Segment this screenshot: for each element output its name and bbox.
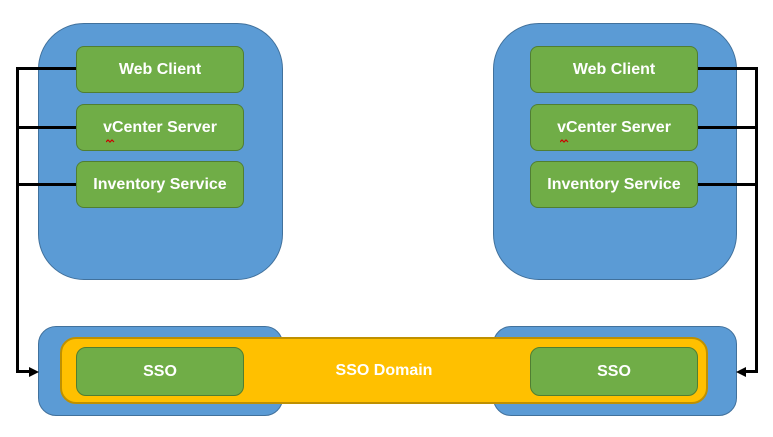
node-inventory-service-left: Inventory Service <box>76 161 244 208</box>
node-label: Web Client <box>118 60 202 78</box>
node-vcenter-server-left: vCenter Server <box>76 104 244 151</box>
connector-left-arrow-segment <box>16 370 31 373</box>
node-label: Inventory Service <box>93 175 227 193</box>
node-label: Web Client <box>572 60 656 78</box>
node-label: vCenter Server <box>557 118 671 136</box>
connector-right-arrow-segment <box>744 370 758 373</box>
node-vcenter-server-right: vCenter Server <box>530 104 698 151</box>
node-sso-left: SSO <box>76 347 244 396</box>
spellcheck-squiggle <box>106 139 115 143</box>
node-label: SSO <box>143 362 177 380</box>
connector-right-inventory-service <box>698 183 758 186</box>
connector-right-web-client <box>698 67 758 70</box>
node-inventory-service-right: Inventory Service <box>530 161 698 208</box>
sso-domain-label: SSO Domain <box>335 361 433 379</box>
connector-right-vcenter-server <box>698 126 758 129</box>
connector-left-inventory-service <box>16 183 76 186</box>
node-label: SSO <box>597 362 631 380</box>
spellcheck-squiggle <box>560 139 569 143</box>
connector-left-vcenter-server <box>16 126 76 129</box>
connector-right-arrowhead <box>736 367 746 377</box>
node-web-client-right: Web Client <box>530 46 698 93</box>
connector-left-vertical <box>16 67 19 373</box>
connector-left-web-client <box>16 67 76 70</box>
connector-right-vertical <box>755 67 758 373</box>
node-label: Inventory Service <box>547 175 681 193</box>
connector-left-arrowhead <box>29 367 39 377</box>
node-sso-right: SSO <box>530 347 698 396</box>
node-web-client-left: Web Client <box>76 46 244 93</box>
node-label: vCenter Server <box>103 118 217 136</box>
